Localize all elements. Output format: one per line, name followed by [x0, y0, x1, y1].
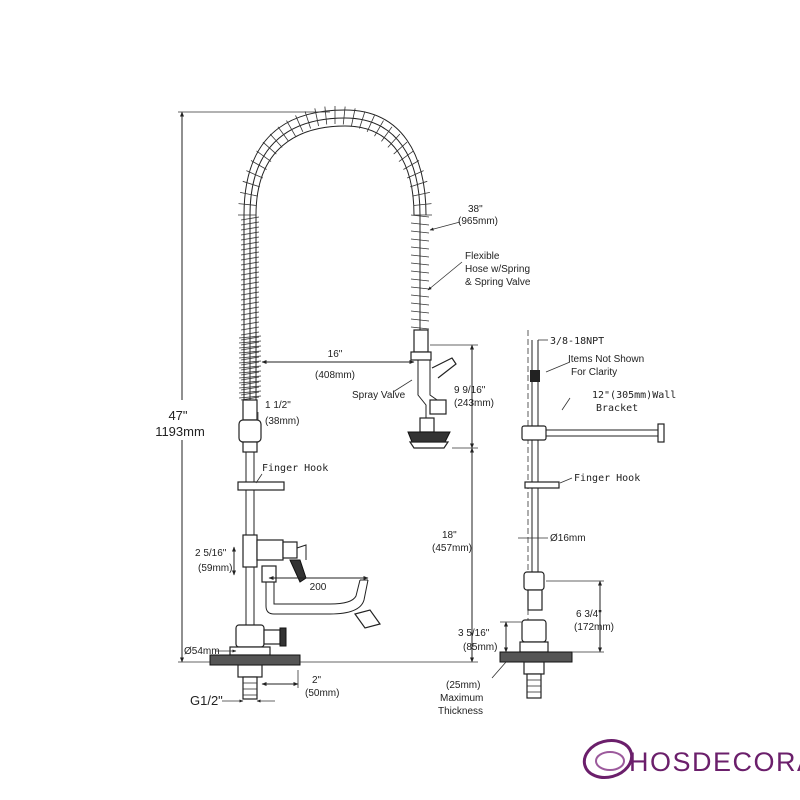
spring-hose	[238, 106, 432, 401]
side-finger-hook: Finger Hook	[574, 473, 640, 484]
base-offset-in: 2"	[312, 675, 322, 686]
bracket-2: Bracket	[596, 403, 638, 414]
front-view: 47" 1193mm 38" (965mm) Flexible Hose w/S…	[155, 106, 531, 708]
base-clearance-in: 18"	[442, 530, 457, 541]
hosdecora-logo: HOSDECORA	[582, 735, 800, 785]
spray-valve-label: Spray Valve	[352, 390, 406, 401]
base-height-mm: (85mm)	[463, 642, 497, 653]
valve-height-in: 6 3/4"	[576, 609, 602, 620]
reach-in: 16"	[328, 349, 343, 360]
hose-length-mm: (965mm)	[458, 216, 498, 227]
total-height-in: 47"	[168, 408, 187, 423]
logo-mark-icon	[582, 739, 634, 779]
npt-label: 3/8-18NPT	[550, 336, 604, 347]
faucet-height-mm: (59mm)	[198, 563, 232, 574]
base-diameter: Ø54mm	[184, 646, 220, 657]
finger-hook-label: Finger Hook	[262, 463, 328, 474]
thread-label: G1/2"	[190, 693, 223, 708]
side-view: 3/8-18NPT Items Not Shown For Clarity 12…	[438, 330, 676, 717]
max-thickness-3: Thickness	[438, 706, 483, 717]
hose-desc-1: Flexible	[465, 251, 500, 262]
spray-height-mm: (243mm)	[454, 398, 494, 409]
hose-desc-2: Hose w/Spring	[465, 264, 530, 275]
coupling-dimension: 1 1/2" (38mm)	[257, 400, 299, 427]
bracket-1: 12"(305mm)Wall	[592, 390, 676, 401]
items-not-shown-1: Items Not Shown	[568, 354, 644, 365]
hose-length-in: 38"	[468, 204, 483, 215]
logo-text: HOSDECORA	[629, 747, 800, 777]
valve-height-mm: (172mm)	[574, 622, 614, 633]
spout-length: 200	[310, 582, 327, 593]
max-thickness-1: (25mm)	[446, 680, 480, 691]
reach-dimension: 16" (408mm)	[261, 349, 415, 381]
items-not-shown-2: For Clarity	[571, 367, 617, 378]
spray-height-in: 9 9/16"	[454, 385, 486, 396]
reach-mm: (408mm)	[315, 370, 355, 381]
base-offset-dimension: 2" (50mm)	[261, 670, 339, 699]
hose-desc-3: & Spring Valve	[465, 277, 531, 288]
coupling-in: 1 1/2"	[265, 400, 291, 411]
faucet-height-in: 2 5/16"	[195, 548, 227, 559]
base-clearance-dimension: 18" (457mm)	[300, 447, 478, 663]
total-height-mm: 1193mm	[155, 424, 205, 439]
overall-height-dimension: 47" 1193mm	[155, 111, 330, 663]
hose-length-callout: 38" (965mm) Flexible Hose w/Spring & Spr…	[427, 204, 531, 291]
spray-valve-head	[407, 329, 457, 449]
spout-length-dimension: 200	[268, 576, 369, 593]
base-offset-mm: (50mm)	[305, 688, 339, 699]
spray-height-dimension: 9 9/16" (243mm)	[430, 344, 494, 449]
base-height-in: 3 5/16"	[458, 628, 490, 639]
coupling-mm: (38mm)	[265, 416, 299, 427]
faucet-height-dimension: 2 5/16" (59mm)	[195, 546, 236, 576]
max-thickness-2: Maximum	[440, 693, 483, 704]
tube-diameter: Ø16mm	[550, 533, 586, 544]
base-clearance-mm: (457mm)	[432, 543, 472, 554]
riser-assembly	[209, 399, 381, 700]
